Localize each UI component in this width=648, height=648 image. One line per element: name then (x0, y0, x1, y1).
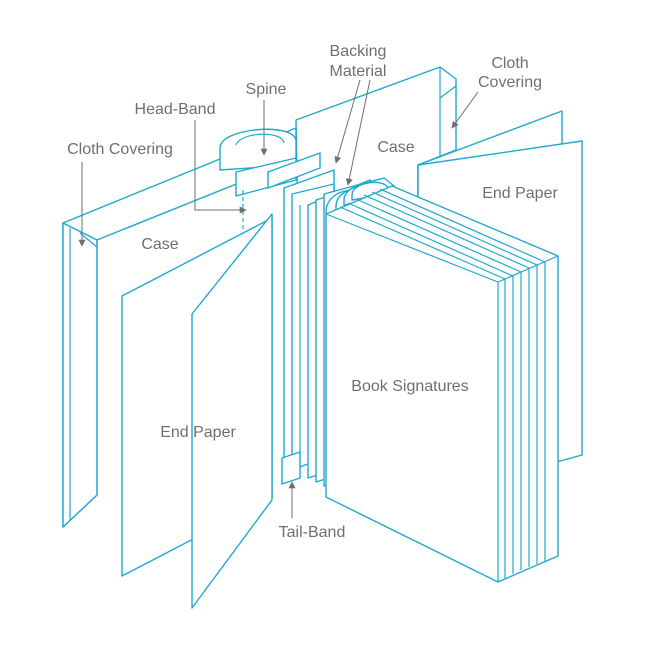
head-band-label: Head-Band (135, 101, 216, 118)
backing-material-leader-1 (334, 79, 361, 164)
backing-material-label-line1: Backing (330, 43, 387, 60)
end-paper-left-label: End Paper (160, 424, 236, 441)
cloth-covering-left-label: Cloth Covering (67, 141, 173, 158)
left-end-paper (121, 213, 273, 609)
left-case-board (62, 127, 297, 528)
cloth-covering-right-leader (451, 91, 479, 129)
backing-material-leader-2 (345, 79, 371, 186)
labels: Backing Material Cloth Covering Spine He… (67, 43, 558, 541)
leader-lines (78, 79, 479, 518)
cloth-covering-right-label-line1: Cloth (491, 55, 528, 72)
tail-band-label: Tail-Band (279, 524, 346, 541)
cloth-covering-right-label-line2: Covering (478, 74, 542, 91)
case-right-label: Case (377, 139, 414, 156)
book-signatures-label: Book Signatures (351, 378, 468, 395)
head-band-leader (194, 120, 247, 214)
spine-label: Spine (246, 81, 287, 98)
case-left-label: Case (141, 236, 178, 253)
backing-material-label-line2: Material (330, 63, 387, 80)
end-paper-right-label: End Paper (482, 185, 558, 202)
book-signatures-block (307, 177, 559, 583)
